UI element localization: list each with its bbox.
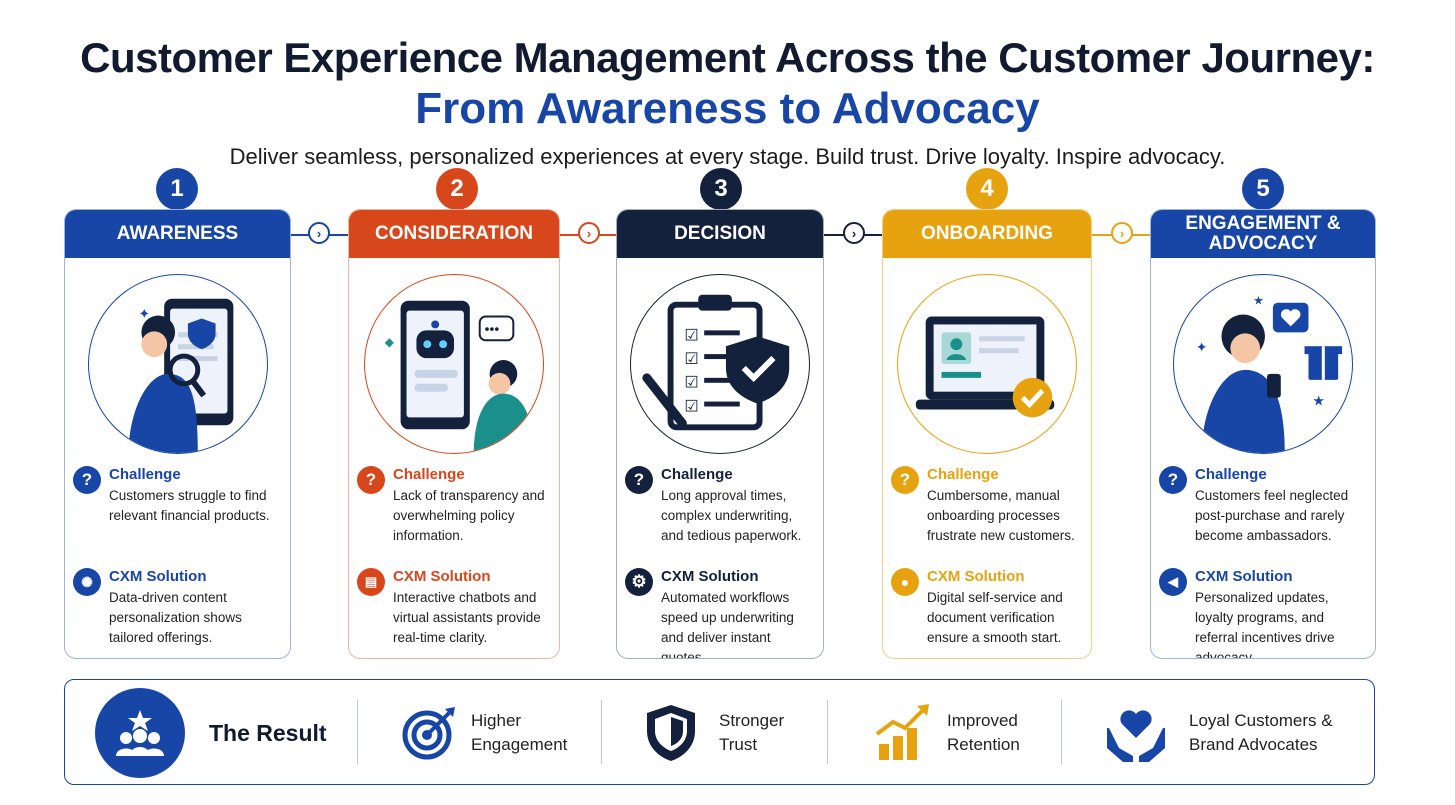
stage-title: AWARENESS	[65, 210, 290, 258]
stage-title: CONSIDERATION	[349, 210, 559, 258]
laptop-check-icon	[897, 274, 1077, 454]
result-item-trust: Stronger Trust	[643, 680, 799, 786]
result-label: Higher Engagement	[471, 711, 568, 754]
question-icon: ?	[891, 466, 919, 494]
svg-text:•••: •••	[485, 320, 500, 336]
result-bar: The Result Higher Engagement Stronger Tr…	[64, 679, 1375, 785]
gear-icon: ⚙	[625, 568, 653, 596]
lightbulb-icon: ✺	[73, 568, 101, 596]
stage-card-decision: DECISION ☑ ☑ ☑ ☑ ? Challenge Long approv…	[616, 209, 824, 659]
result-item-loyalty: Loyal Customers & Brand Advocates	[1105, 680, 1339, 786]
solution-title: CXM Solution	[393, 568, 491, 585]
stage-number-badge: 4	[966, 168, 1008, 210]
shield-icon	[647, 705, 695, 761]
result-label: Improved Retention	[947, 711, 1020, 754]
heart-hands-icon	[1107, 710, 1165, 762]
solution-text: Data-driven content personalization show…	[109, 590, 242, 645]
chat-bubble-icon: ▤	[357, 568, 385, 596]
result-label: Stronger Trust	[719, 711, 785, 754]
solution-text: Digital self-service and document verifi…	[927, 590, 1063, 645]
challenge-text: Cumbersome, manual onboarding processes …	[927, 488, 1075, 543]
divider	[1061, 700, 1062, 764]
growth-chart-icon	[875, 704, 929, 760]
svg-text:✦: ✦	[1196, 339, 1208, 355]
page-title: Customer Experience Management Across th…	[80, 34, 1375, 81]
user-icon: ●	[891, 568, 919, 596]
solution-title: CXM Solution	[927, 568, 1025, 585]
solution-title: CXM Solution	[1195, 568, 1293, 585]
svg-text:★: ★	[1312, 393, 1324, 409]
stage-number-badge: 1	[156, 168, 198, 210]
stage-title: ENGAGEMENT & ADVOCACY	[1151, 210, 1375, 258]
challenge-text: Customers struggle to find relevant fina…	[109, 488, 270, 523]
stage-number-badge: 3	[700, 168, 742, 210]
challenge-title: Challenge	[1195, 466, 1267, 483]
challenge-text: Long approval times, complex underwritin…	[661, 488, 802, 543]
magnifier-phone-icon: ✦	[87, 274, 268, 454]
chatbot-phone-icon: ••• ◆	[364, 274, 544, 454]
heart-gift-icon: ✦ ★ ★	[1173, 274, 1353, 454]
svg-text:◆: ◆	[385, 335, 395, 349]
challenge-title: Challenge	[393, 466, 465, 483]
solution-title: CXM Solution	[661, 568, 759, 585]
result-item-engagement: Higher Engagement	[401, 680, 581, 786]
result-label: Loyal Customers & Brand Advocates	[1189, 711, 1333, 754]
challenge-text: Customers feel neglected post-purchase a…	[1195, 488, 1349, 543]
target-icon	[402, 707, 455, 760]
megaphone-icon: ◀	[1159, 568, 1187, 596]
solution-text: Interactive chatbots and virtual assista…	[393, 590, 541, 645]
clipboard-shield-icon: ☑ ☑ ☑ ☑	[630, 274, 810, 454]
arrow-right-icon: ›	[308, 222, 330, 244]
svg-text:☑: ☑	[684, 351, 698, 368]
question-icon: ?	[73, 466, 101, 494]
solution-title: CXM Solution	[109, 568, 207, 585]
arrow-right-icon: ›	[578, 222, 600, 244]
arrow-right-icon: ›	[1111, 222, 1133, 244]
stage-title: ONBOARDING	[883, 210, 1091, 258]
svg-text:✦: ✦	[138, 306, 150, 322]
stage-card-onboarding: ONBOARDING ? Challenge Cumbersome, manua…	[882, 209, 1092, 659]
result-title: The Result	[209, 719, 327, 746]
stage-number-badge: 5	[1242, 168, 1284, 210]
result-title-group: The Result	[95, 680, 327, 786]
page-title-accent: From Awareness to Advocacy	[415, 84, 1040, 133]
question-icon: ?	[1159, 466, 1187, 494]
solution-text: Automated workflows speed up underwritin…	[661, 590, 794, 659]
svg-text:☑: ☑	[684, 327, 698, 344]
divider	[357, 700, 358, 764]
challenge-title: Challenge	[109, 466, 181, 483]
challenge-title: Challenge	[661, 466, 733, 483]
result-item-retention: Improved Retention	[875, 680, 1037, 786]
svg-text:☑: ☑	[684, 398, 698, 415]
divider	[827, 700, 828, 764]
question-icon: ?	[625, 466, 653, 494]
page-subtitle: Deliver seamless, personalized experienc…	[229, 144, 1226, 169]
stage-card-engagement-advocacy: ENGAGEMENT & ADVOCACY ✦ ★ ★ ? Challenge …	[1150, 209, 1376, 659]
challenge-title: Challenge	[927, 466, 999, 483]
solution-text: Personalized updates, loyalty programs, …	[1195, 590, 1335, 659]
team-star-icon	[95, 688, 185, 778]
svg-text:★: ★	[1253, 294, 1264, 308]
arrow-right-icon: ›	[843, 222, 865, 244]
divider	[601, 700, 602, 764]
challenge-text: Lack of transparency and overwhelming po…	[393, 488, 545, 543]
stage-card-awareness: AWARENESS ✦ ? Challenge Customers strugg…	[64, 209, 291, 659]
stage-card-consideration: CONSIDERATION ••• ◆ ? Challenge Lack of …	[348, 209, 560, 659]
stage-title: DECISION	[617, 210, 823, 258]
svg-text:☑: ☑	[684, 375, 698, 392]
stage-number-badge: 2	[436, 168, 478, 210]
question-icon: ?	[357, 466, 385, 494]
